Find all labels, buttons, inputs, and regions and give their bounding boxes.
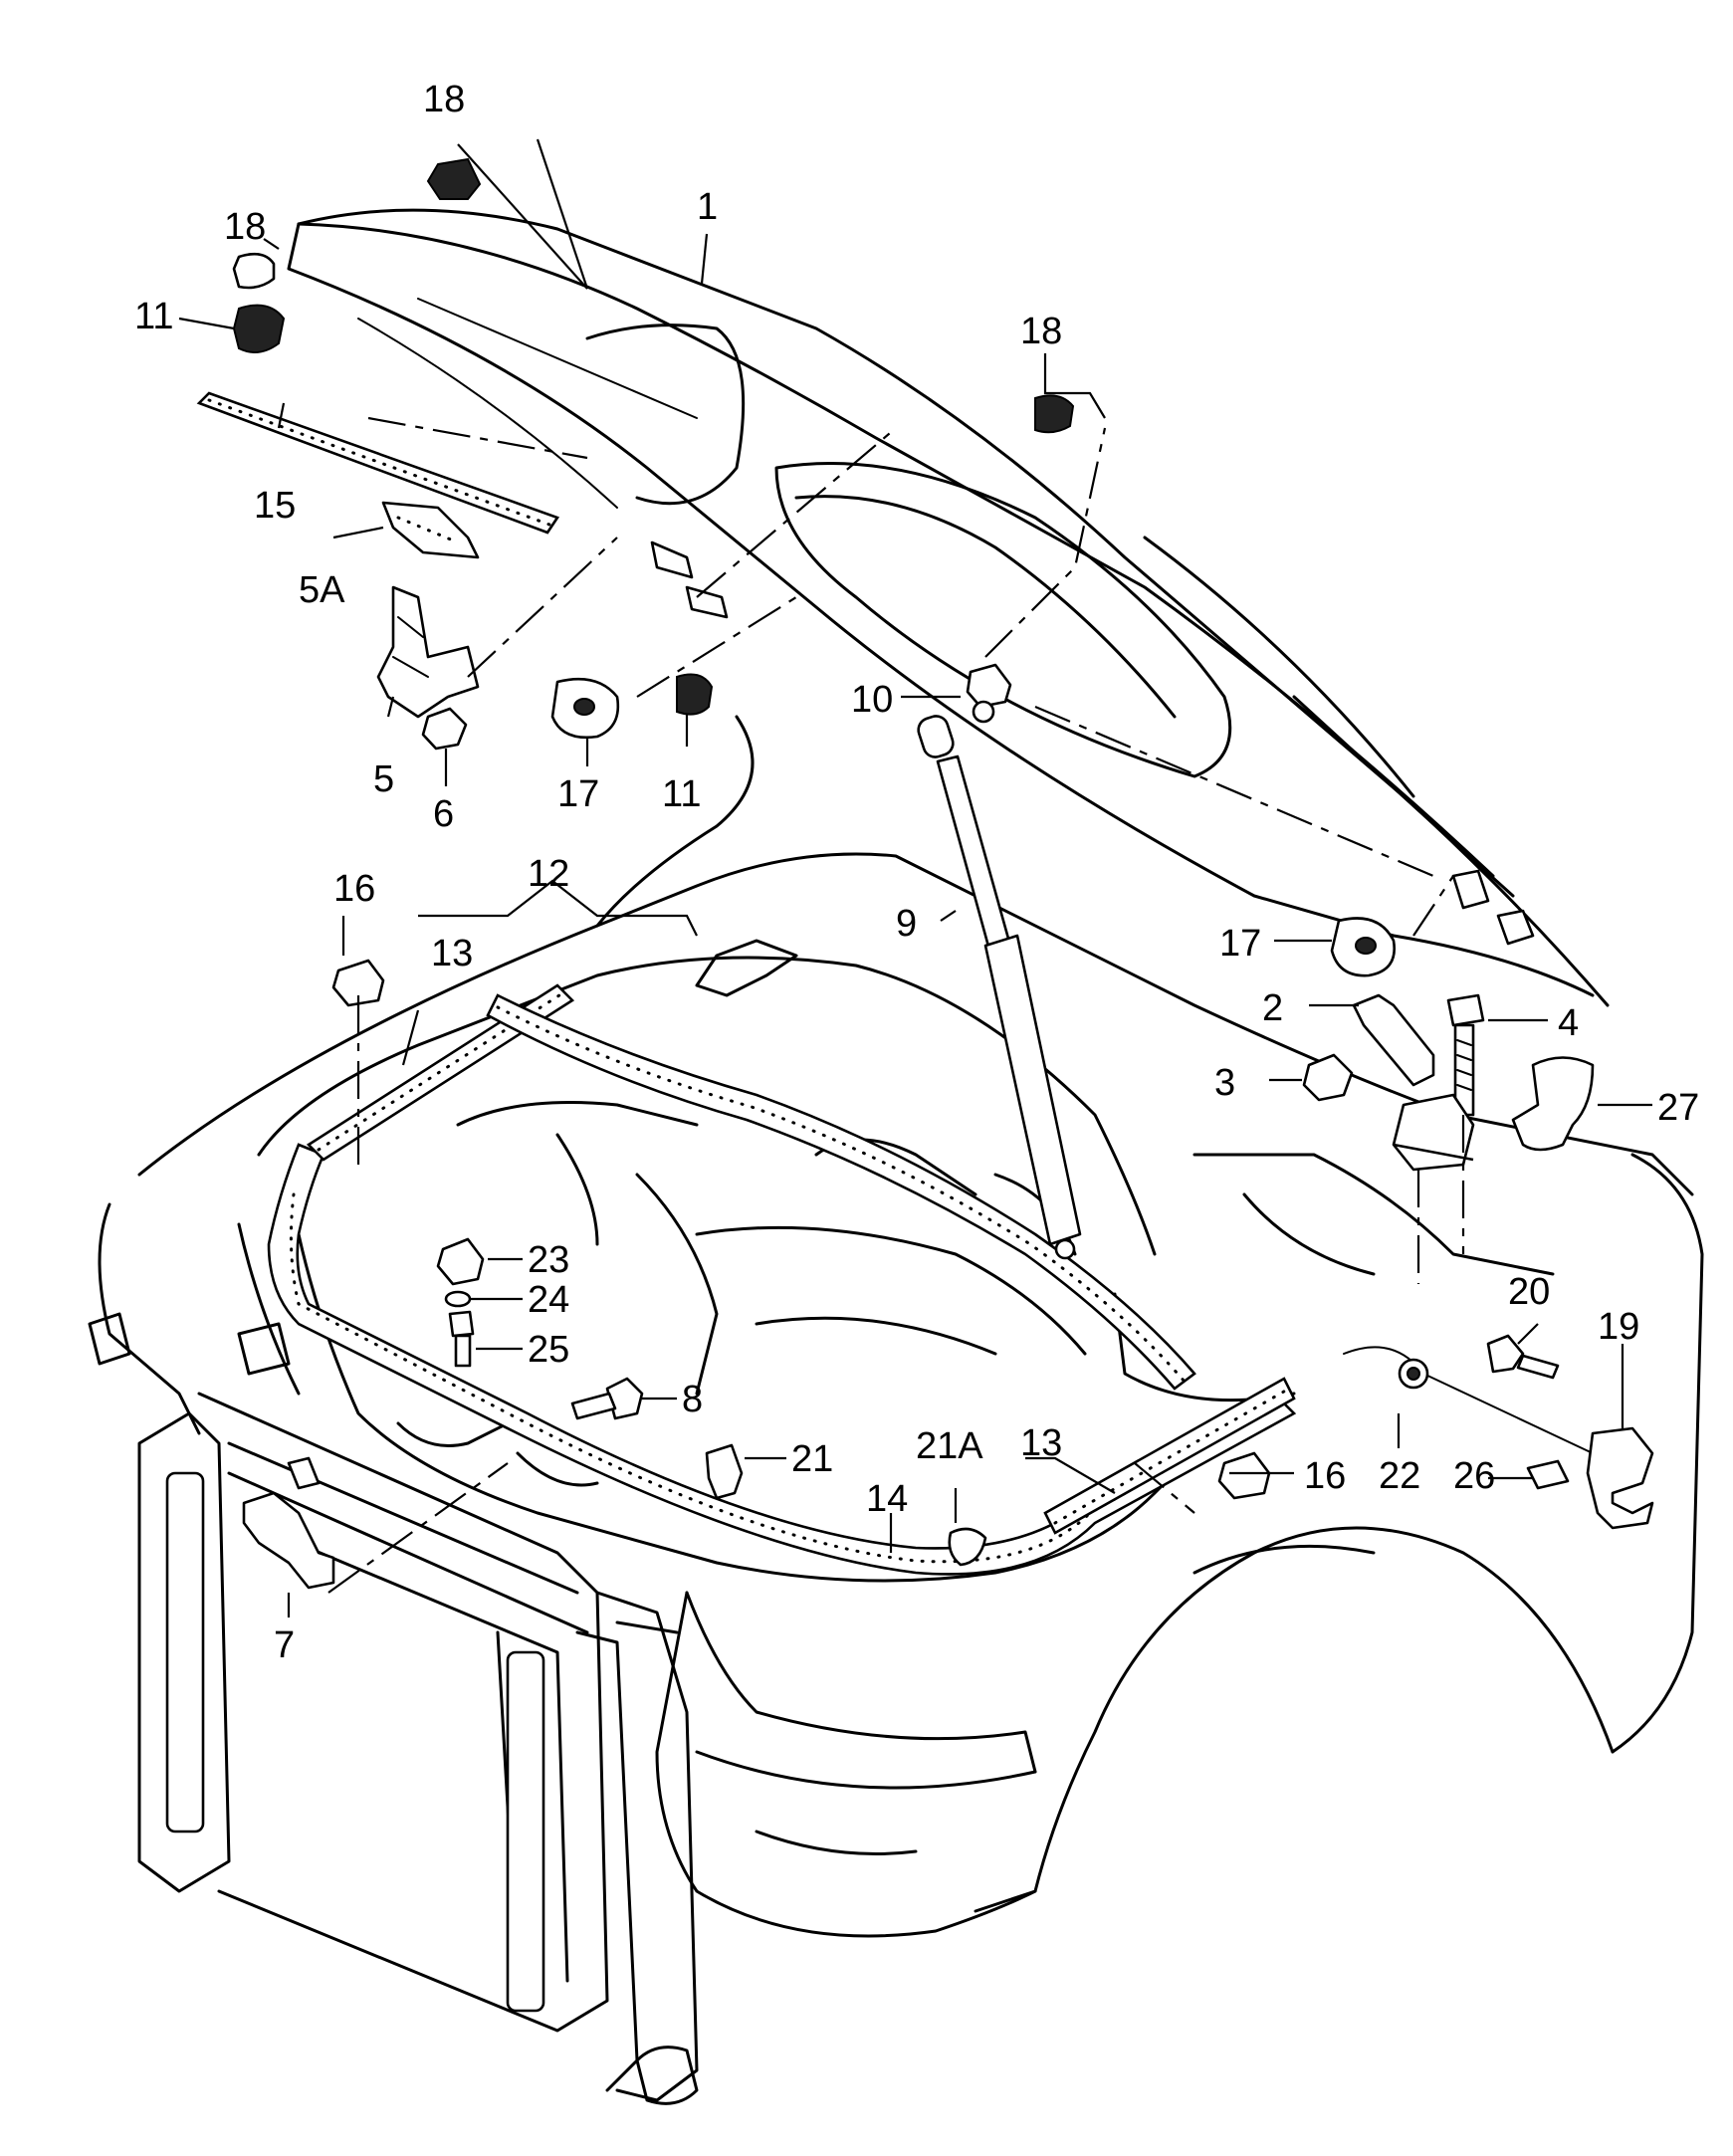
clip-21 — [705, 1443, 744, 1500]
washer-cap-27 — [1511, 1056, 1595, 1152]
callout-11-center: 11 — [662, 773, 701, 815]
hood-panel — [287, 208, 1610, 1007]
callout-6: 6 — [433, 793, 454, 835]
callout-26: 26 — [1453, 1455, 1495, 1497]
release-cable-22 — [1343, 1346, 1594, 1454]
callout-16-left: 16 — [333, 868, 375, 910]
callout-27: 27 — [1657, 1087, 1699, 1129]
hinge-2 — [1352, 993, 1435, 1087]
callout-17-right: 17 — [1219, 923, 1261, 965]
callout-10: 10 — [851, 679, 893, 721]
bolt-8 — [570, 1377, 644, 1420]
callout-18-left: 18 — [224, 206, 266, 248]
bolt-25 — [448, 1310, 475, 1368]
callout-20: 20 — [1508, 1271, 1550, 1313]
callout-25: 25 — [528, 1329, 569, 1371]
callout-9: 9 — [896, 903, 917, 945]
callout-13-right: 13 — [1020, 1422, 1062, 1464]
callout-8: 8 — [682, 1379, 703, 1420]
callout-18-top: 18 — [423, 79, 465, 120]
callout-3: 3 — [1214, 1062, 1235, 1104]
bracket-7 — [242, 1491, 335, 1590]
hood-fasteners-and-parts — [232, 157, 1654, 1590]
callout-14: 14 — [866, 1478, 908, 1520]
bolt-4 — [1446, 993, 1485, 1117]
callout-21a: 21A — [916, 1425, 983, 1467]
callout-15: 15 — [254, 485, 296, 527]
buffer-18-right — [1034, 394, 1075, 434]
centerlines — [327, 416, 1465, 1594]
callout-12: 12 — [528, 853, 569, 895]
bolt-20 — [1486, 1334, 1560, 1380]
buffer-18-left — [232, 252, 276, 290]
nut-6 — [421, 707, 468, 751]
clip-16-right — [1217, 1451, 1271, 1500]
callout-22: 22 — [1379, 1455, 1420, 1497]
callout-21: 21 — [791, 1438, 833, 1480]
stud-11-center — [676, 673, 714, 716]
rubber-seals — [196, 391, 1297, 1576]
callout-4: 4 — [1558, 1002, 1579, 1044]
clip-23 — [436, 1237, 485, 1286]
stud-11-left — [232, 304, 286, 353]
callout-23: 23 — [528, 1239, 569, 1281]
callout-5: 5 — [373, 758, 394, 800]
callout-16-right: 16 — [1304, 1455, 1346, 1497]
release-lever-19 — [1586, 1426, 1654, 1530]
callout-11-left: 11 — [134, 296, 173, 337]
callout-18-right: 18 — [1020, 311, 1062, 352]
hood-lock-5 — [376, 585, 480, 719]
buffer-18-top — [426, 157, 482, 200]
clip-10 — [966, 663, 1012, 709]
washer-24 — [444, 1290, 472, 1308]
callout-19: 19 — [1598, 1306, 1639, 1348]
callout-13-left: 13 — [431, 933, 473, 974]
clip-21a — [948, 1527, 987, 1567]
leader-lines — [178, 138, 1652, 1617]
gas-strut-9 — [917, 715, 1082, 1260]
pad-26 — [1526, 1459, 1570, 1490]
callout-5a: 5A — [299, 569, 345, 611]
callout-1: 1 — [697, 186, 718, 228]
callout-24: 24 — [528, 1279, 569, 1321]
callout-labels: 1 18 18 11 15 5A 5 6 17 11 18 10 9 12 16… — [134, 79, 1699, 1666]
callout-2: 2 — [1262, 987, 1283, 1029]
clip-16-left — [331, 959, 385, 1007]
nut-3 — [1302, 1053, 1354, 1102]
callout-7: 7 — [274, 1624, 295, 1666]
callout-17-left: 17 — [557, 773, 599, 815]
